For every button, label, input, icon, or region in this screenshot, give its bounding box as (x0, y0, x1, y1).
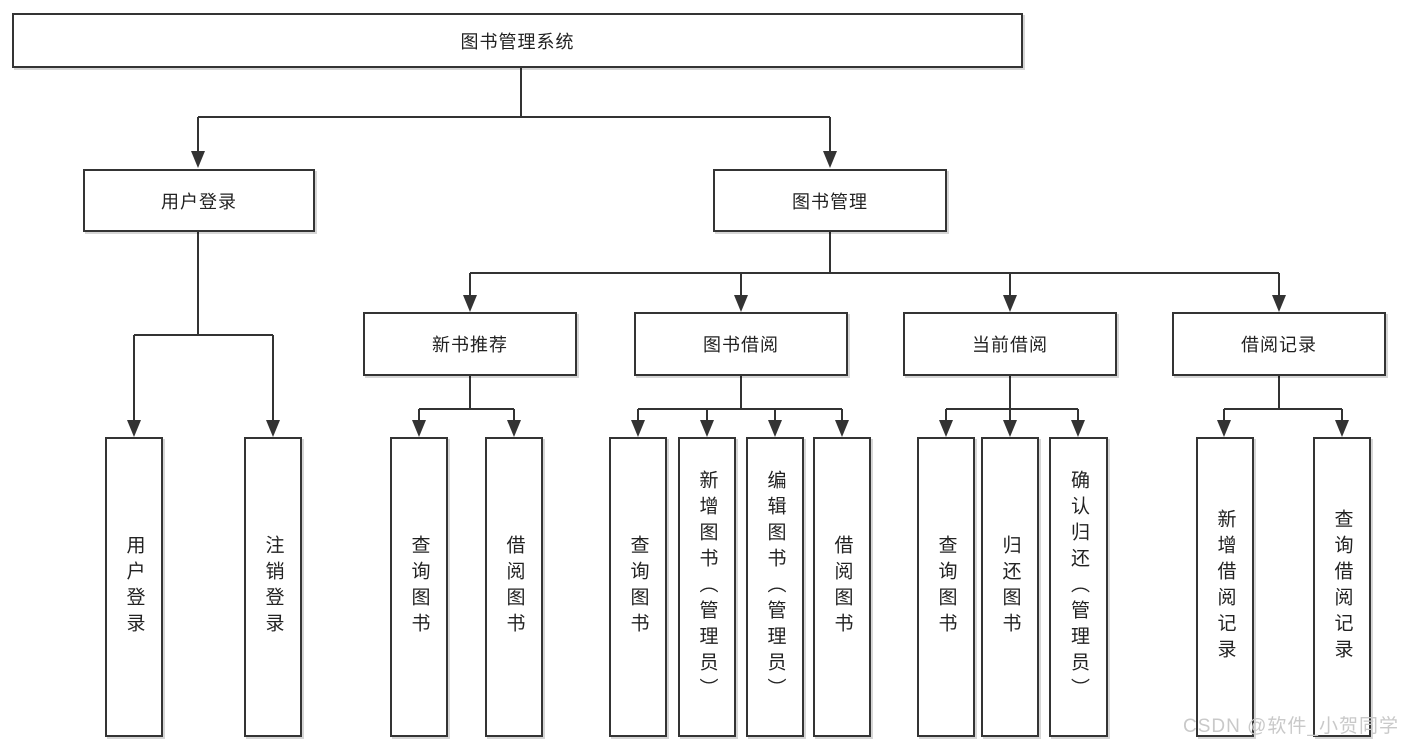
leaf-br-add-record: 新增借阅记录 (1196, 437, 1254, 737)
node-root-system: 图书管理系统 (12, 13, 1023, 68)
leaf-logout: 注销登录 (244, 437, 302, 737)
leaf-cb-query-book-label: 查询图书 (935, 535, 957, 639)
node-book-borrow: 图书借阅 (634, 312, 848, 376)
leaf-br-add-record-label: 新增借阅记录 (1214, 509, 1236, 665)
leaf-cb-confirm-return-admin-label: 确认归还（管理员） (1068, 470, 1089, 704)
node-new-book-recommend: 新书推荐 (363, 312, 577, 376)
leaf-user-login: 用户登录 (105, 437, 163, 737)
leaf-cb-confirm-return-admin: 确认归还（管理员） (1049, 437, 1108, 737)
leaf-bb-borrow-book-label: 借阅图书 (831, 535, 853, 639)
node-book-management: 图书管理 (713, 169, 947, 232)
node-current-borrow-label: 当前借阅 (972, 335, 1048, 355)
leaf-br-query-record: 查询借阅记录 (1313, 437, 1371, 737)
node-book-borrow-label: 图书借阅 (703, 335, 779, 355)
leaf-cb-query-book: 查询图书 (917, 437, 975, 737)
leaf-bb-borrow-book: 借阅图书 (813, 437, 871, 737)
leaf-logout-label: 注销登录 (262, 535, 284, 639)
leaf-br-query-record-label: 查询借阅记录 (1331, 509, 1353, 665)
leaf-user-login-label: 用户登录 (123, 535, 145, 639)
node-current-borrow: 当前借阅 (903, 312, 1117, 376)
node-user-login-label: 用户登录 (161, 191, 237, 212)
node-borrow-record-label: 借阅记录 (1241, 335, 1317, 355)
node-user-login: 用户登录 (83, 169, 315, 232)
leaf-nbr-borrow-book: 借阅图书 (485, 437, 543, 737)
leaf-bb-query-book: 查询图书 (609, 437, 667, 737)
node-new-book-recommend-label: 新书推荐 (432, 335, 508, 355)
node-root-system-label: 图书管理系统 (460, 31, 575, 52)
leaf-nbr-query-book: 查询图书 (390, 437, 448, 737)
leaf-nbr-borrow-book-label: 借阅图书 (503, 535, 525, 639)
leaf-cb-return-book: 归还图书 (981, 437, 1039, 737)
leaf-nbr-query-book-label: 查询图书 (408, 535, 430, 639)
node-book-management-label: 图书管理 (792, 191, 868, 212)
watermark: CSDN @软件_小贺同学 (1183, 716, 1399, 737)
leaf-bb-add-book-admin-label: 新增图书（管理员） (696, 470, 718, 704)
leaf-bb-add-book-admin: 新增图书（管理员） (678, 437, 736, 737)
leaf-bb-edit-book-admin: 编辑图书（管理员） (746, 437, 804, 737)
leaf-bb-query-book-label: 查询图书 (627, 535, 649, 639)
node-borrow-record: 借阅记录 (1172, 312, 1386, 376)
leaf-cb-return-book-label: 归还图书 (999, 535, 1021, 639)
leaf-bb-edit-book-admin-label: 编辑图书（管理员） (764, 470, 786, 704)
arrowheads (127, 151, 1349, 437)
